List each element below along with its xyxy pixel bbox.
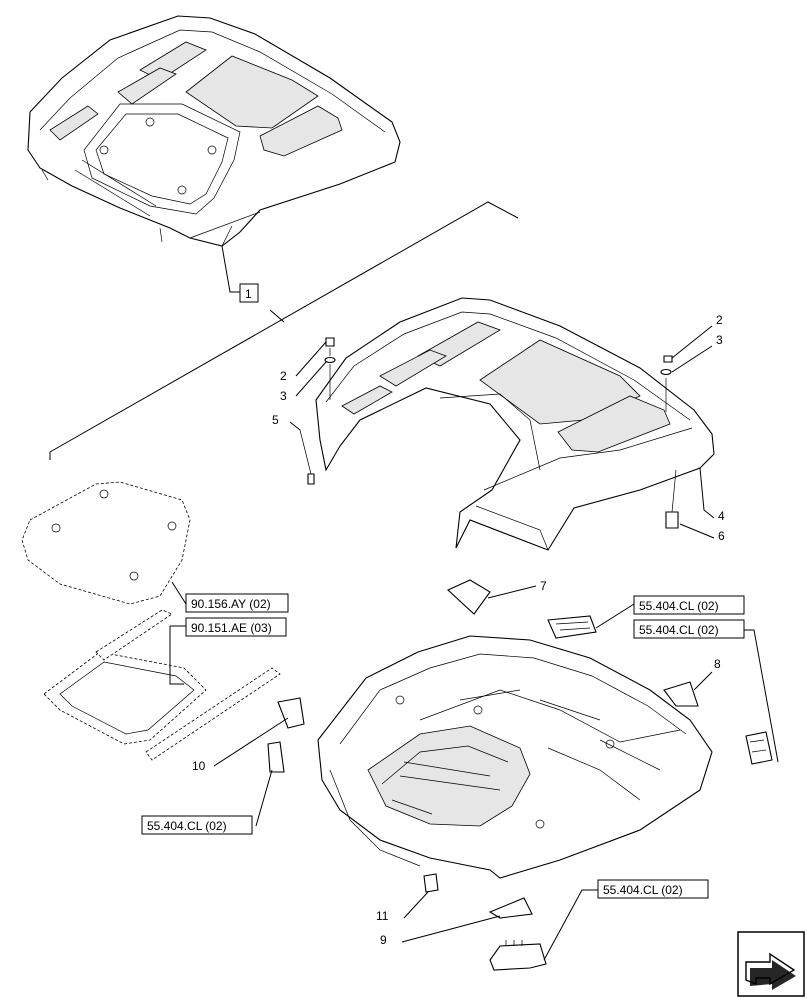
ref-55-404-cl-left: 55.404.CL (02) xyxy=(147,819,227,833)
item-number-9: 9 xyxy=(380,933,387,947)
ref-90-151-ae: 90.151.AE (03) xyxy=(191,621,272,635)
item-number-8: 8 xyxy=(714,657,721,671)
item-number-3-left: 3 xyxy=(280,389,287,403)
part-11: 11 xyxy=(376,873,439,923)
part-7: 7 xyxy=(447,579,547,615)
item-number-11: 11 xyxy=(376,909,389,923)
ref-55-404-cl-right: 55.404.CL (02) xyxy=(639,623,719,637)
item-number-10: 10 xyxy=(192,759,206,773)
ref-90-156-ay: 90.156.AY (02) xyxy=(191,597,271,611)
item-number-5: 5 xyxy=(272,413,279,427)
roof-base xyxy=(317,635,713,879)
item-number-4: 4 xyxy=(718,509,725,523)
ref-55-404-cl-lower: 55.404.CL (02) xyxy=(603,883,683,897)
item-number-7: 7 xyxy=(540,579,547,593)
hardware-left: 2 3 5 xyxy=(272,337,336,485)
ref-55-404-cl-upper: 55.404.CL (02) xyxy=(639,599,719,613)
roof-shell xyxy=(315,297,715,551)
hardware-right: 2 3 4 6 xyxy=(660,313,725,543)
lamp-upper: 55.404.CL (02) 55.404.CL (02) xyxy=(547,595,779,763)
item-number-3-right: 3 xyxy=(716,333,723,347)
next-page-arrow-icon[interactable] xyxy=(737,931,805,997)
roof-assembly-top xyxy=(27,15,401,247)
lamp-lower: 55.404.CL (02) xyxy=(489,879,709,971)
frame-assembly: 90.151.AE (03) xyxy=(43,609,287,761)
item-number-2-left: 2 xyxy=(280,369,287,383)
headliner-panel: 90.156.AY (02) xyxy=(21,481,289,613)
part-8: 8 xyxy=(663,657,721,707)
item-number-2-right: 2 xyxy=(716,313,723,327)
item-number-1: 1 xyxy=(245,287,252,301)
part-9: 9 xyxy=(380,897,533,947)
part-10: 10 55.404.CL (02) xyxy=(141,697,305,835)
item-number-6: 6 xyxy=(718,529,725,543)
switch-right xyxy=(745,731,773,765)
callout-1: 1 xyxy=(49,201,519,460)
